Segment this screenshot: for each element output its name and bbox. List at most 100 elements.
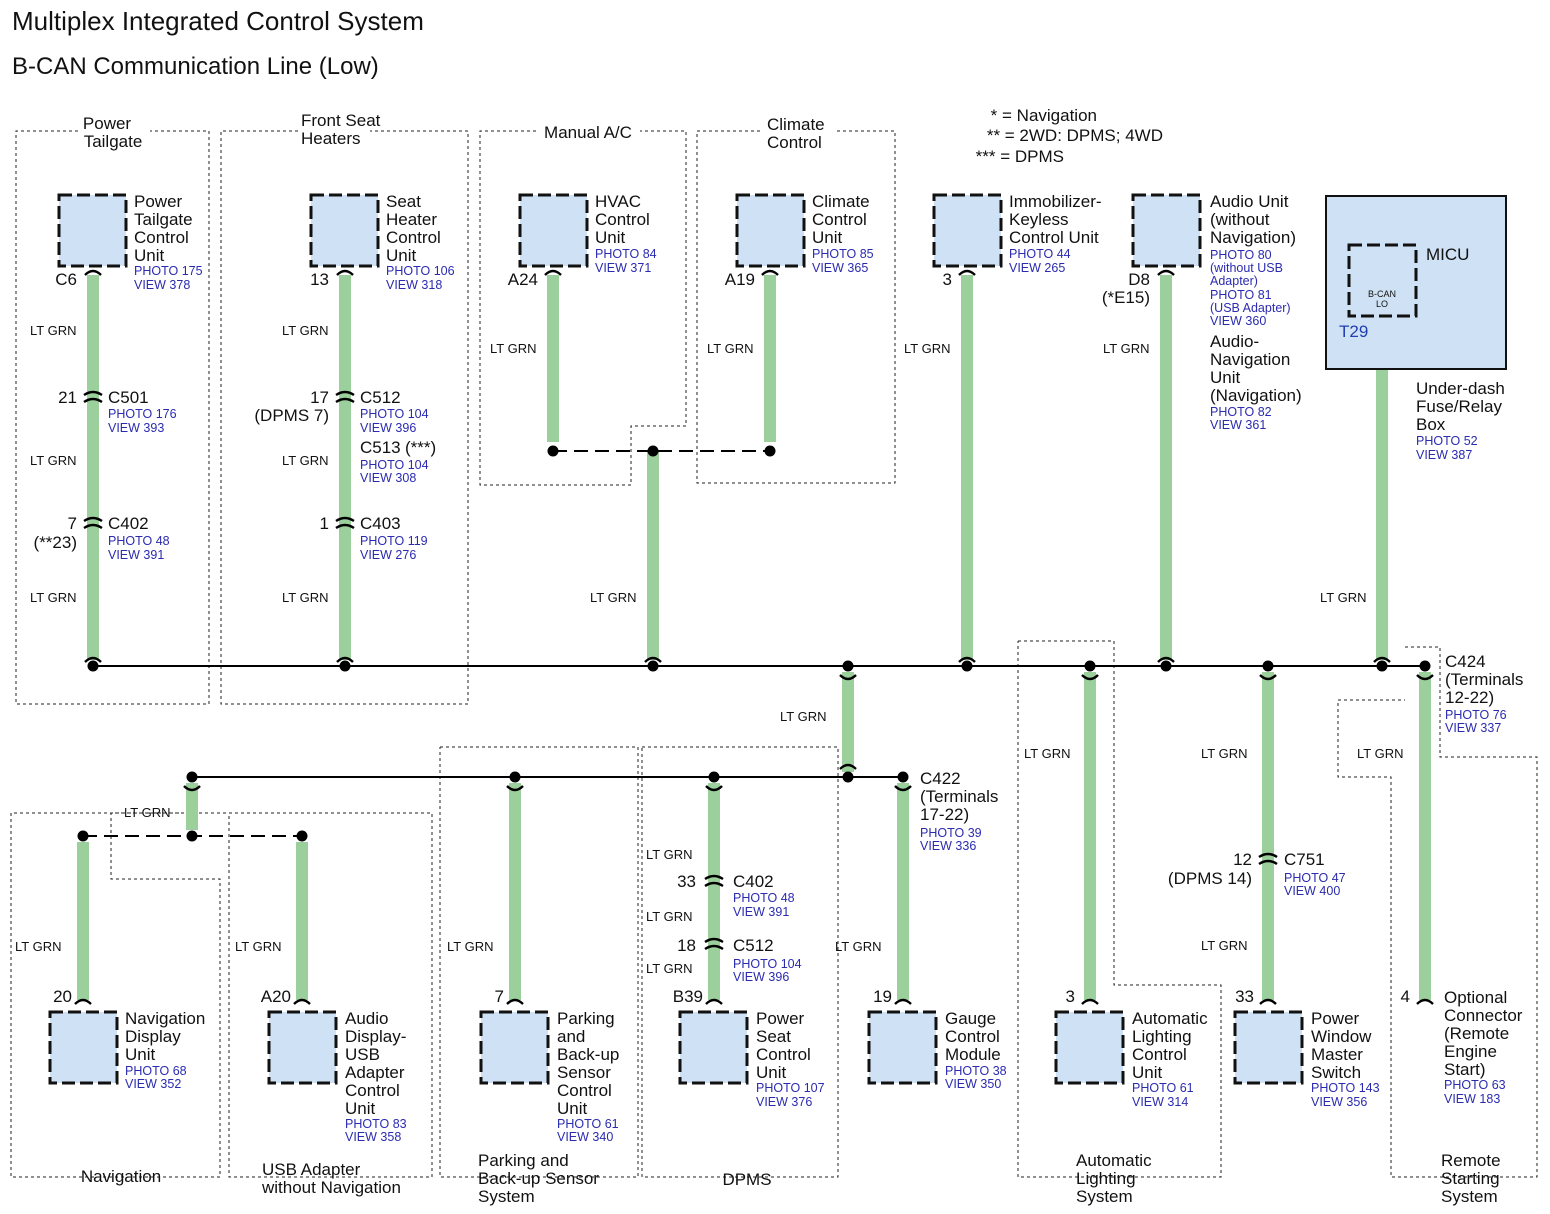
junction-dots — [77, 445, 1431, 842]
wire-label: LT GRN — [646, 961, 692, 976]
svg-text:C512: C512 — [733, 936, 774, 955]
terminal-label: 20 — [53, 987, 72, 1006]
wire-label: LT GRN — [30, 453, 76, 468]
wire-label: LT GRN — [904, 341, 950, 356]
wire-label: LT GRN — [1201, 746, 1247, 761]
micu-label: MICU — [1426, 245, 1469, 264]
terminal-label: D8 — [1128, 270, 1150, 289]
terminal-label-alt: (*E15) — [1102, 288, 1150, 307]
wire-label: LT GRN — [707, 341, 753, 356]
svg-text:(**23): (**23) — [34, 533, 77, 552]
page-subtitle: B-CAN Communication Line (Low) — [12, 53, 379, 80]
terminal-label: 4 — [1401, 987, 1410, 1006]
wire-label: LT GRN — [30, 590, 76, 605]
terminal-label: A19 — [725, 270, 755, 289]
svg-text:(DPMS 7): (DPMS 7) — [254, 406, 329, 425]
wire-label: LT GRN — [1024, 746, 1070, 761]
page-title: Multiplex Integrated Control System — [12, 6, 424, 36]
wire-label: LT GRN — [780, 709, 826, 724]
wire-label: LT GRN — [835, 939, 881, 954]
note-navigation: * = Navigation — [991, 106, 1097, 125]
terminal-label: B39 — [673, 987, 703, 1006]
terminal-label: 3 — [1066, 987, 1075, 1006]
wire-label: LT GRN — [646, 847, 692, 862]
wire-label: LT GRN — [30, 323, 76, 338]
wire-label: LT GRN — [1201, 938, 1247, 953]
wire-label: LT GRN — [1357, 746, 1403, 761]
svg-text:7: 7 — [68, 514, 77, 533]
wire-label: LT GRN — [235, 939, 281, 954]
svg-text:C513: C513 — [360, 438, 401, 457]
terminal-label: 7 — [495, 987, 504, 1006]
svg-text:C402: C402 — [108, 514, 149, 533]
terminal-label: 3 — [943, 270, 952, 289]
connector-symbols — [74, 269, 1434, 1005]
component-boxes — [48, 193, 1507, 1085]
wire-label: LT GRN — [282, 590, 328, 605]
group-label-manual-ac: Manual A/C — [544, 123, 632, 142]
svg-text:33: 33 — [677, 872, 696, 891]
note-2wd: ** = 2WD: DPMS; 4WD — [987, 126, 1163, 145]
terminal-label: C6 — [55, 270, 77, 289]
wires — [77, 275, 1431, 1000]
svg-text:21: 21 — [58, 388, 77, 407]
wire-label: LT GRN — [447, 939, 493, 954]
terminal-label: A20 — [261, 987, 291, 1006]
svg-text:12: 12 — [1233, 850, 1252, 869]
